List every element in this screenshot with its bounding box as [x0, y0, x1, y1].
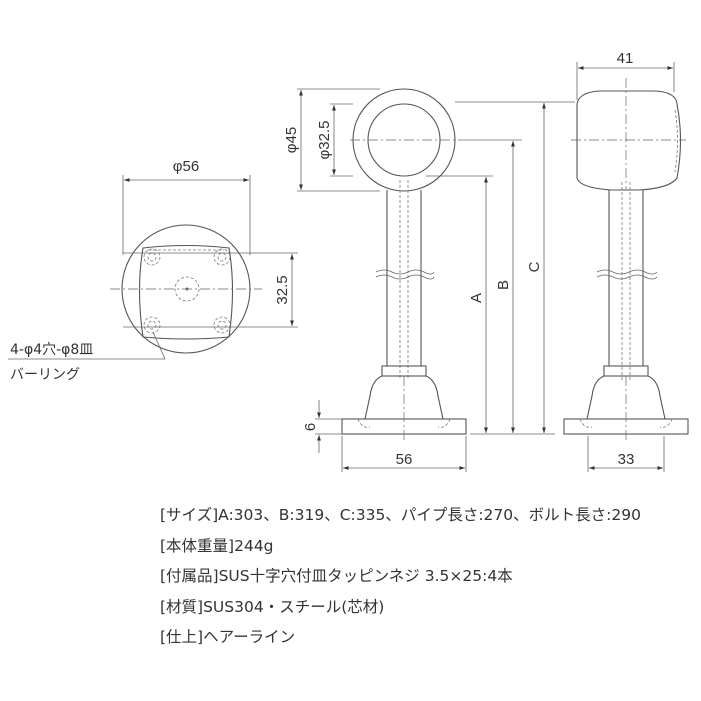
- spec-accessories: [付属品]SUS十字穴付皿タッピンネジ 3.5×25:4本: [160, 567, 513, 585]
- height-c-label: C: [526, 261, 543, 272]
- spec-weight: [本体重量]244g: [160, 536, 274, 555]
- base-width-label: 56: [396, 451, 413, 468]
- outer-diameter-label: φ45: [283, 127, 300, 153]
- side-view: 41 33: [563, 50, 689, 472]
- bottom-hole-spacing-label: 32.5: [274, 275, 291, 304]
- height-a-label: A: [468, 293, 485, 303]
- hole-callout-label: 4-φ4穴-φ8皿: [10, 342, 94, 358]
- inner-diameter-label: φ32.5: [316, 121, 333, 160]
- side-hole-spacing-label: 33: [618, 451, 635, 468]
- front-view: φ45 φ32.5 A B C 6: [283, 88, 575, 472]
- spec-list: [サイズ]A:303、B:319、C:335、パイプ長さ:270、ボルト長さ:2…: [160, 503, 641, 656]
- bottom-diameter-label: φ56: [173, 158, 199, 175]
- spec-material: [材質]SUS304・スチール(芯材): [160, 597, 385, 616]
- head-width-label: 41: [617, 50, 634, 67]
- technical-drawing: φ56 32.5 φ45: [8, 50, 689, 472]
- spec-finish: [仕上]ヘアーライン: [160, 628, 296, 646]
- bottom-view: φ56 32.5: [8, 158, 298, 360]
- base-thickness-label: 6: [302, 423, 319, 431]
- burring-label: バーリング: [10, 367, 80, 383]
- height-b-label: B: [495, 280, 512, 290]
- spec-size: [サイズ]A:303、B:319、C:335、パイプ長さ:270、ボルト長さ:2…: [160, 506, 641, 524]
